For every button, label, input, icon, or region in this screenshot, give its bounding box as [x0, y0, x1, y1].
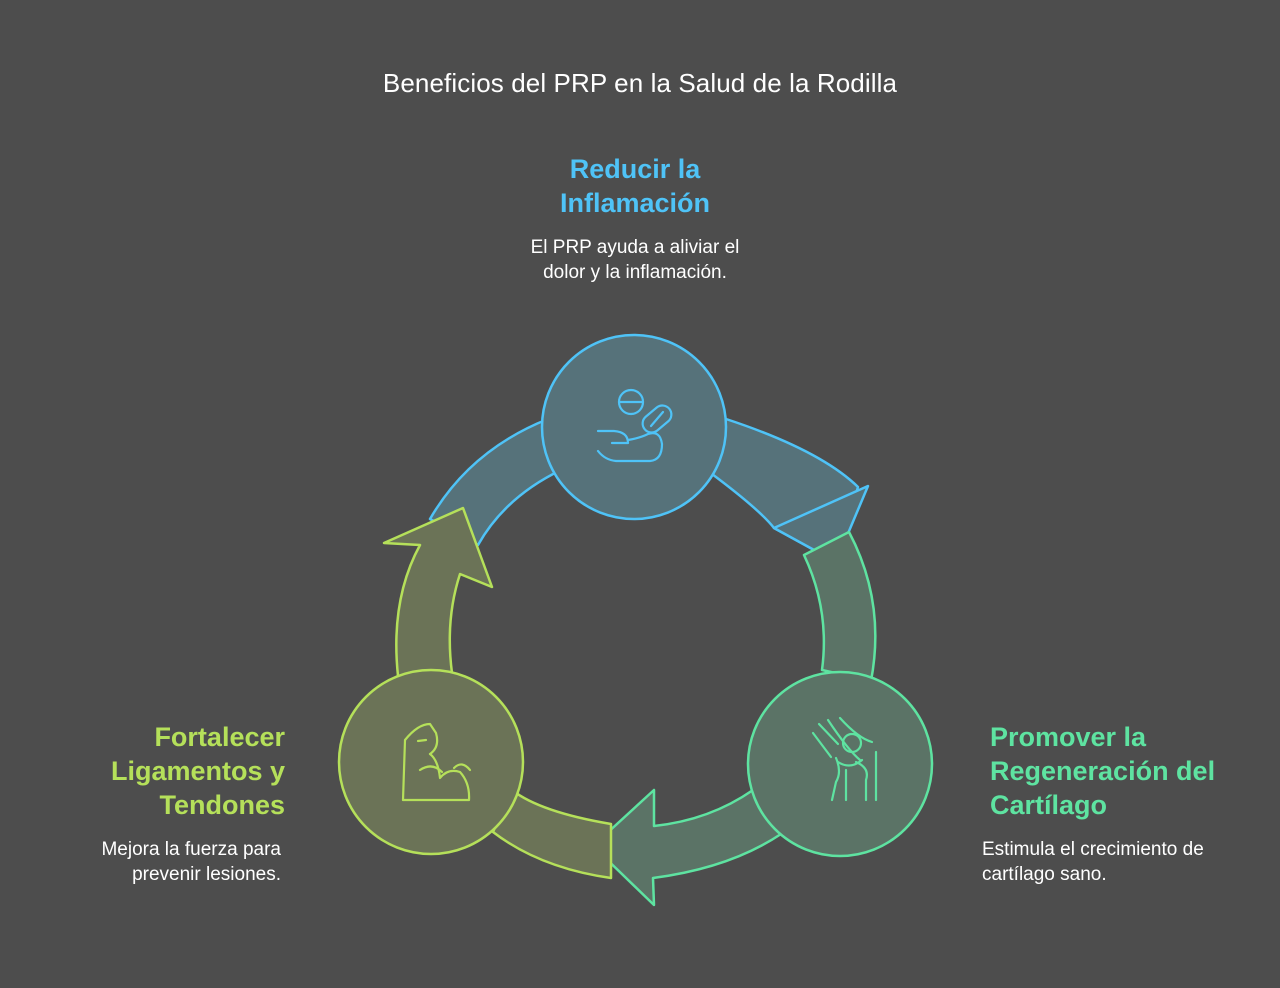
pills-hand-icon	[596, 388, 673, 463]
step-description-reduce-inflammation: El PRP ayuda a aliviar el dolor y la inf…	[530, 237, 740, 283]
cycle-arrow-green	[591, 788, 783, 907]
step-heading-cartilage-regeneration: Promover la Regeneración del Cartílago	[990, 722, 1216, 820]
knee-joint-icon	[811, 716, 878, 802]
diagram-title: Beneficios del PRP en la Salud de la Rod…	[382, 68, 898, 98]
cycle-arrow-lime	[382, 506, 494, 678]
cycle-arc-green-tail	[802, 530, 877, 683]
step-circle-blue	[540, 333, 728, 521]
cycle-arrowhead-blue	[772, 484, 870, 564]
step-description-strengthen-ligaments: Mejora la fuerza para prevenir lesiones.	[101, 839, 281, 885]
cycle-arc-lime-tail	[491, 788, 613, 880]
step-heading-reduce-inflammation: Reducir la Inflamación	[559, 154, 711, 218]
flexed-arm-icon	[401, 722, 472, 802]
step-description-cartilage-regeneration: Estimula el crecimiento de cartílago san…	[982, 839, 1204, 885]
step-circle-lime	[337, 668, 525, 856]
step-heading-strengthen-ligaments: Fortalecer Ligamentos y Tendones	[110, 722, 285, 820]
